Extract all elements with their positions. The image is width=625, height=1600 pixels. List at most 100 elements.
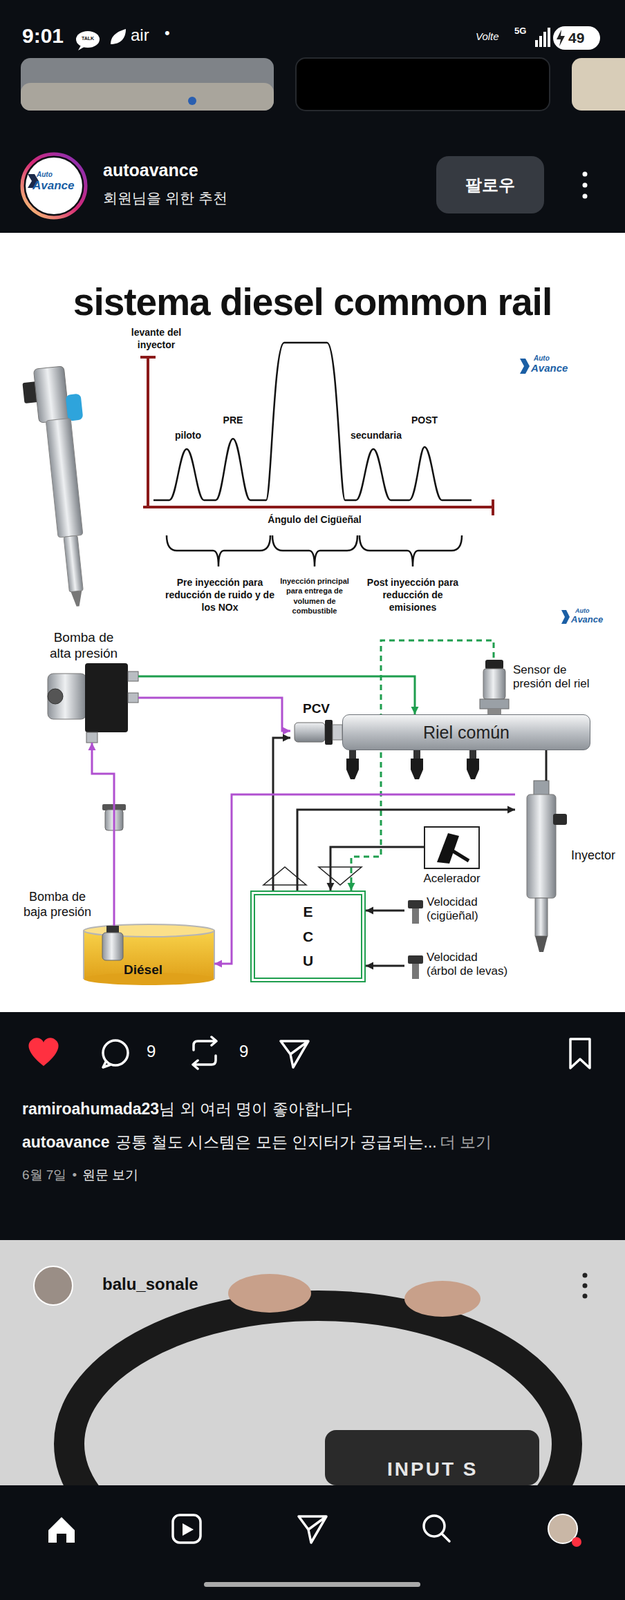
status-icons-part (543, 31, 547, 48)
network-badge: 5G (514, 25, 527, 37)
axis-label: levante del inyector (118, 326, 195, 352)
fuel-tank (83, 925, 215, 986)
count: 9 (146, 1042, 156, 1063)
next-post-photo-part (582, 1274, 588, 1280)
rail-outlets-part (349, 750, 357, 760)
injection-graph-part (166, 535, 271, 567)
ecu-box: E C U (250, 891, 366, 984)
status-icons (76, 26, 601, 51)
status-icons-part (535, 40, 538, 48)
pcv-valve-part (324, 720, 333, 746)
more-link: 더 보기 (439, 1133, 492, 1152)
next-post-photo-part (33, 1267, 73, 1307)
bottom-nav-part (441, 1534, 450, 1543)
logo-text: Auto (36, 170, 53, 180)
ecu-terminals-part (318, 867, 362, 886)
pressure-sensor (479, 660, 509, 715)
pulse-label: PRE (215, 414, 251, 427)
fuel-tank: Diésel (83, 924, 215, 986)
sensor-component: Sensor de presión del riel (475, 658, 601, 714)
ecu-terminals (263, 867, 362, 886)
injector-component: Inyector (515, 781, 619, 955)
status-text: air (130, 25, 150, 46)
caption-text: 공통 철도 시스템은 모든 인지터가 공급되는... (115, 1133, 437, 1152)
pipe-connector (546, 750, 547, 782)
count: 9 (239, 1042, 249, 1063)
injector-illustration-part (63, 535, 83, 593)
arrow-head (282, 734, 291, 743)
node-text: E C U (300, 900, 316, 975)
action-icons-part (570, 1039, 590, 1069)
status-icons-part (76, 31, 100, 48)
phase-note: Pre inyección para reducción de ruido y … (164, 576, 276, 615)
menu-dots-part (582, 194, 588, 200)
next-post-photo-part (582, 1294, 588, 1300)
menu-dots-part (582, 172, 588, 177)
logo-chevron (519, 358, 570, 625)
speed-sensor-part (412, 964, 419, 980)
bottom-nav-part (298, 1517, 327, 1544)
injection-graph-part (146, 357, 150, 509)
pipe-connector (365, 907, 405, 916)
injection-graph (140, 342, 493, 567)
injector-illustration-part (65, 394, 84, 422)
rail-outlets (346, 750, 480, 780)
node-text: Velocidad (cigüeñal) (426, 896, 503, 925)
bottom-nav (0, 1486, 625, 1600)
pressure-sensor-part (479, 699, 509, 710)
connector-line (351, 640, 494, 892)
status-icons-part (78, 44, 87, 51)
arrow-head (365, 963, 374, 971)
low-pressure-pump (102, 890, 124, 962)
next-post-photo-part (324, 1431, 540, 1487)
injection-graph-part (153, 342, 472, 501)
ecu-terminals-part (263, 867, 307, 886)
text-line: 6월 7일•원문 보기 (22, 1168, 139, 1185)
likes-text: 님 외 여러 명이 좋아합니다 (159, 1100, 352, 1119)
fuel-tank-part (83, 931, 215, 980)
arrow-head (347, 883, 356, 892)
feed-thumbnails-part (295, 58, 550, 111)
injector-illustration-part (45, 418, 83, 538)
sensor-component: Velocidad (cigüeñal) (404, 893, 533, 932)
high-pressure-pump-part (127, 672, 139, 682)
injector-symbol-part (553, 814, 567, 826)
watermark: Auto (533, 354, 550, 363)
pedal-icon-part (450, 850, 469, 862)
username: balu_sonale (102, 1275, 199, 1296)
rail-outlets-part (346, 759, 359, 780)
pressure-sensor-part (483, 669, 506, 700)
injection-graph-part (272, 535, 358, 567)
status-icons-part (547, 27, 551, 48)
watermark: Avance (571, 614, 603, 626)
diagram-title: sistema diesel common rail (0, 279, 625, 325)
action-icons-part (28, 1038, 59, 1067)
pulse-label: piloto (163, 430, 213, 442)
connector-line (138, 676, 415, 715)
pipe-connector (273, 734, 291, 892)
axis-label: Ángulo del Cigüeñal (231, 514, 398, 527)
photo-text: INPUT S (387, 1458, 478, 1483)
node-text: 팔로우 (465, 174, 516, 197)
separator: • (71, 1168, 77, 1183)
pump-component: Bomba de baja presión (19, 890, 128, 972)
status-time: 9:01 (22, 23, 64, 49)
pipe-connector (347, 640, 495, 892)
pulse-label: secundaria (341, 430, 411, 442)
node-text: Inyector (571, 849, 616, 864)
high-pressure-pump-part (47, 674, 87, 720)
network-badge: Volte (475, 30, 500, 43)
logo-text: Avance (32, 179, 74, 193)
node-text: Bomba de alta presión (44, 630, 123, 663)
arrow-head (365, 907, 374, 916)
arrow-head (282, 728, 291, 736)
arrow-head (88, 743, 97, 751)
arrow-head (214, 961, 222, 969)
feed-thumbnails-part (188, 96, 197, 106)
high-pressure-pump-part (86, 732, 98, 744)
bottom-nav-part (203, 1583, 421, 1589)
rail-outlets-part (466, 759, 480, 780)
next-post-photo-part (404, 1281, 481, 1318)
